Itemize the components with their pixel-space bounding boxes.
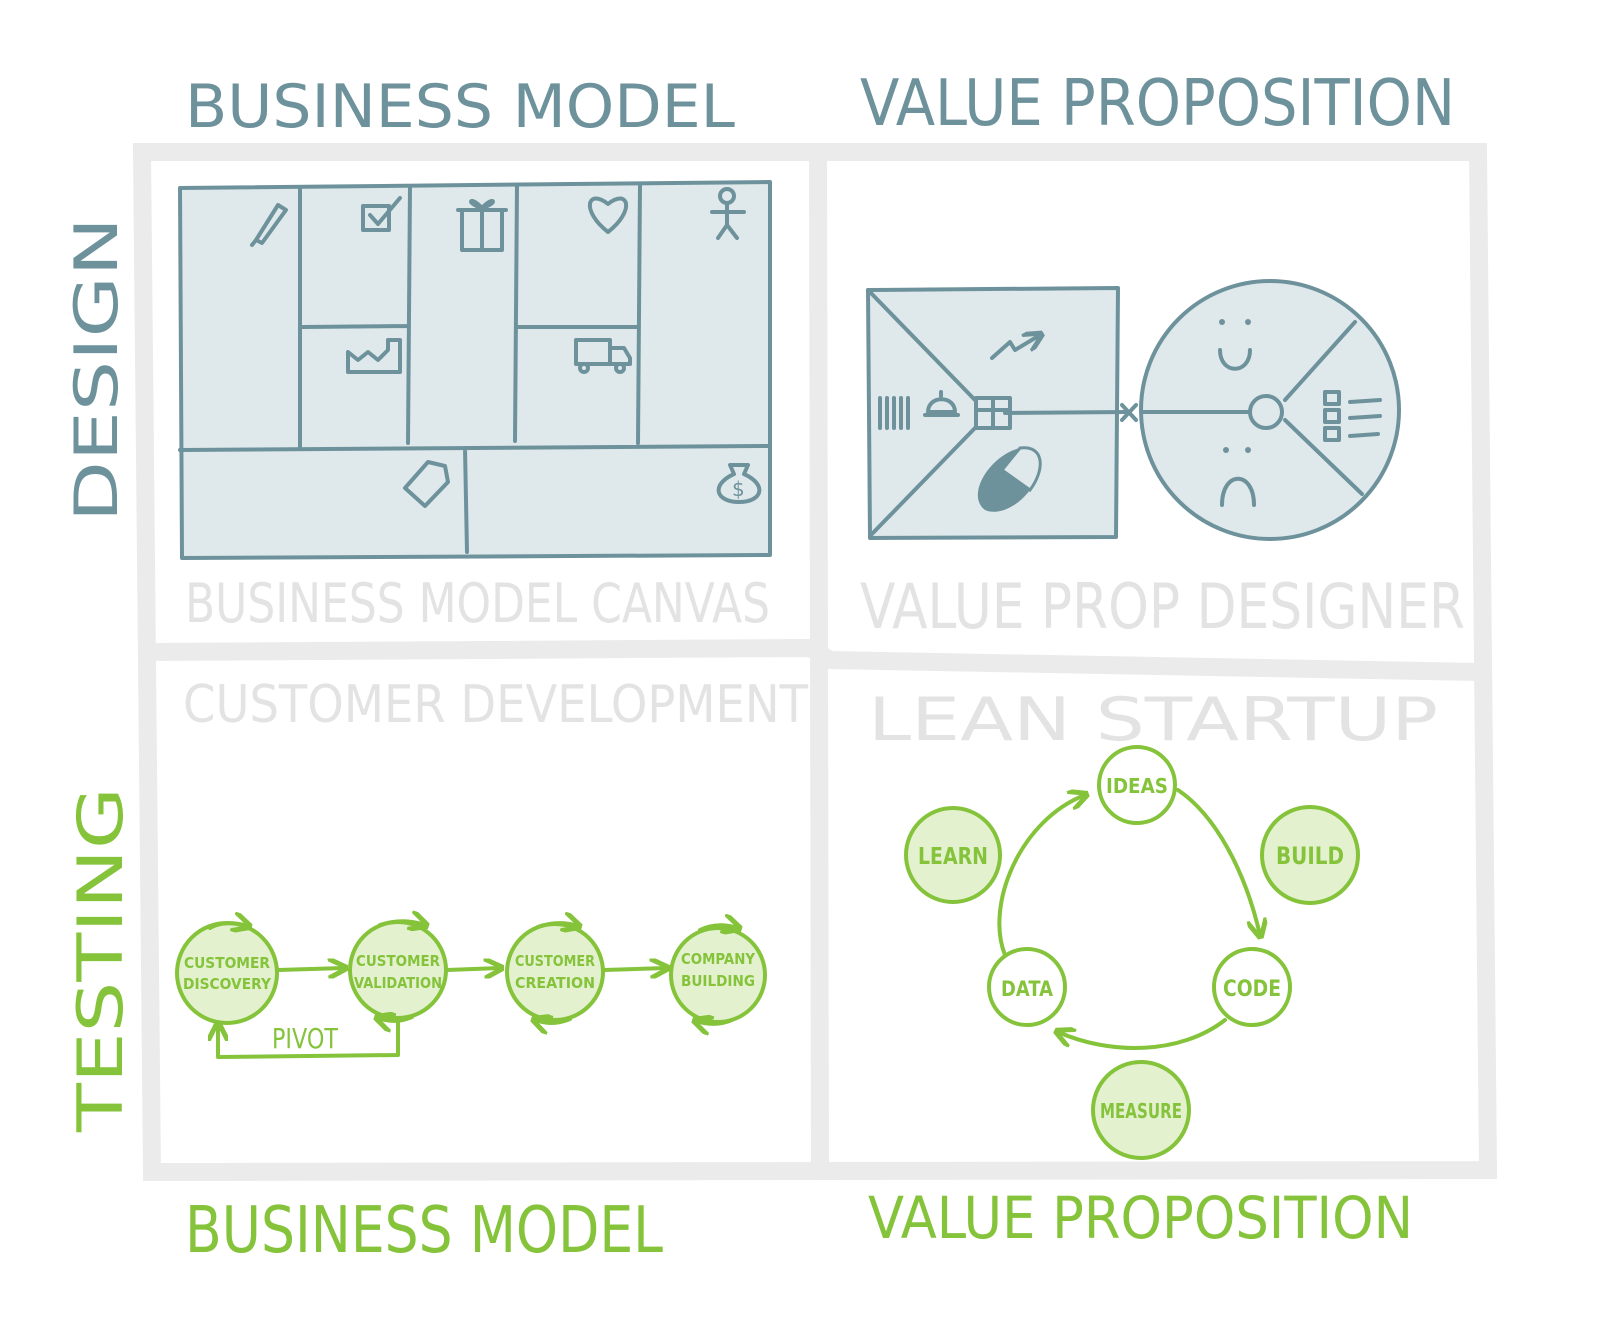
row-label-design: DESIGN bbox=[62, 217, 132, 522]
step-customer-validation: CUSTOMER VALIDATION bbox=[348, 920, 448, 1020]
svg-text:CUSTOMER: CUSTOMER bbox=[356, 952, 440, 970]
pivot-loop-arrow bbox=[218, 1018, 400, 1059]
quadrant-frame bbox=[132, 143, 1498, 1182]
gift-icon bbox=[974, 396, 1012, 430]
svg-text:MEASURE: MEASURE bbox=[1100, 1099, 1182, 1123]
svg-text:CREATION: CREATION bbox=[515, 974, 595, 992]
header-business-model-top: BUSINESS MODEL bbox=[185, 72, 736, 142]
value-proposition-gift-icon bbox=[456, 199, 508, 252]
label-lean-startup: LEAN STARTUP bbox=[868, 685, 1438, 755]
header-business-model-bottom: BUSINESS MODEL bbox=[185, 1194, 663, 1268]
service-bell-icon bbox=[923, 390, 960, 417]
svg-text:IDEAS: IDEAS bbox=[1106, 774, 1168, 798]
step-customer-creation: CUSTOMER CREATION bbox=[505, 922, 605, 1022]
value-prop-designer bbox=[866, 279, 1401, 541]
svg-text:CODE: CODE bbox=[1223, 977, 1281, 1002]
svg-text:$: $ bbox=[732, 477, 745, 501]
key-partners-icon bbox=[250, 203, 288, 247]
svg-text:CUSTOMER: CUSTOMER bbox=[184, 954, 270, 972]
price-tag-icon bbox=[403, 460, 450, 508]
node-code: CODE bbox=[1212, 947, 1292, 1027]
money-bag-icon: $ bbox=[716, 463, 762, 504]
header-value-proposition-top: VALUE PROPOSITION bbox=[860, 67, 1455, 141]
header-value-proposition-bottom: VALUE PROPOSITION bbox=[868, 1184, 1413, 1252]
svg-text:DISCOVERY: DISCOVERY bbox=[183, 975, 272, 993]
heart-icon bbox=[588, 196, 628, 234]
step-customer-discovery: CUSTOMER DISCOVERY bbox=[175, 921, 279, 1025]
key-activities-icon bbox=[361, 196, 402, 232]
label-business-model-canvas: BUSINESS MODEL CANVAS bbox=[185, 572, 770, 635]
node-learn: LEARN bbox=[904, 806, 1002, 904]
smile-face-icon bbox=[1218, 319, 1252, 371]
svg-text:LEARN: LEARN bbox=[918, 844, 988, 870]
channels-truck-icon bbox=[574, 338, 632, 374]
step-company-building: COMPANY BUILDING bbox=[669, 926, 767, 1024]
svg-text:COMPANY: COMPANY bbox=[681, 950, 756, 968]
node-build: BUILD bbox=[1260, 805, 1360, 905]
label-customer-development: CUSTOMER DEVELOPMENT bbox=[183, 675, 808, 735]
gain-creator-arrow-icon bbox=[990, 335, 1040, 360]
node-measure: MEASURE bbox=[1091, 1060, 1191, 1160]
svg-text:VALIDATION: VALIDATION bbox=[354, 974, 442, 992]
connector-arrow-icon bbox=[1120, 403, 1138, 422]
business-model-canvas: $ bbox=[178, 180, 772, 560]
frown-face-icon bbox=[1220, 447, 1256, 507]
svg-text:DATA: DATA bbox=[1001, 977, 1054, 1001]
node-data: DATA bbox=[987, 947, 1067, 1027]
label-value-prop-designer: VALUE PROP DESIGNER bbox=[860, 570, 1465, 643]
lean-startup-loop: IDEAS BUILD CODE MEASURE DATA LEARN bbox=[904, 745, 1360, 1160]
svg-text:BUILD: BUILD bbox=[1276, 842, 1344, 870]
node-ideas: IDEAS bbox=[1097, 745, 1177, 825]
key-resources-factory-icon bbox=[346, 338, 402, 374]
products-bars-icon bbox=[878, 396, 910, 430]
svg-text:CUSTOMER: CUSTOMER bbox=[515, 952, 595, 970]
customer-development-flow: CUSTOMER DISCOVERY CUSTOMER VALIDATION C… bbox=[175, 920, 767, 1059]
row-label-testing: TESTING bbox=[64, 787, 137, 1133]
svg-text:BUILDING: BUILDING bbox=[681, 972, 755, 990]
customer-segments-person-icon bbox=[710, 187, 746, 240]
customer-jobs-checklist-icon bbox=[1323, 390, 1382, 442]
pivot-label: PIVOT bbox=[272, 1022, 339, 1055]
